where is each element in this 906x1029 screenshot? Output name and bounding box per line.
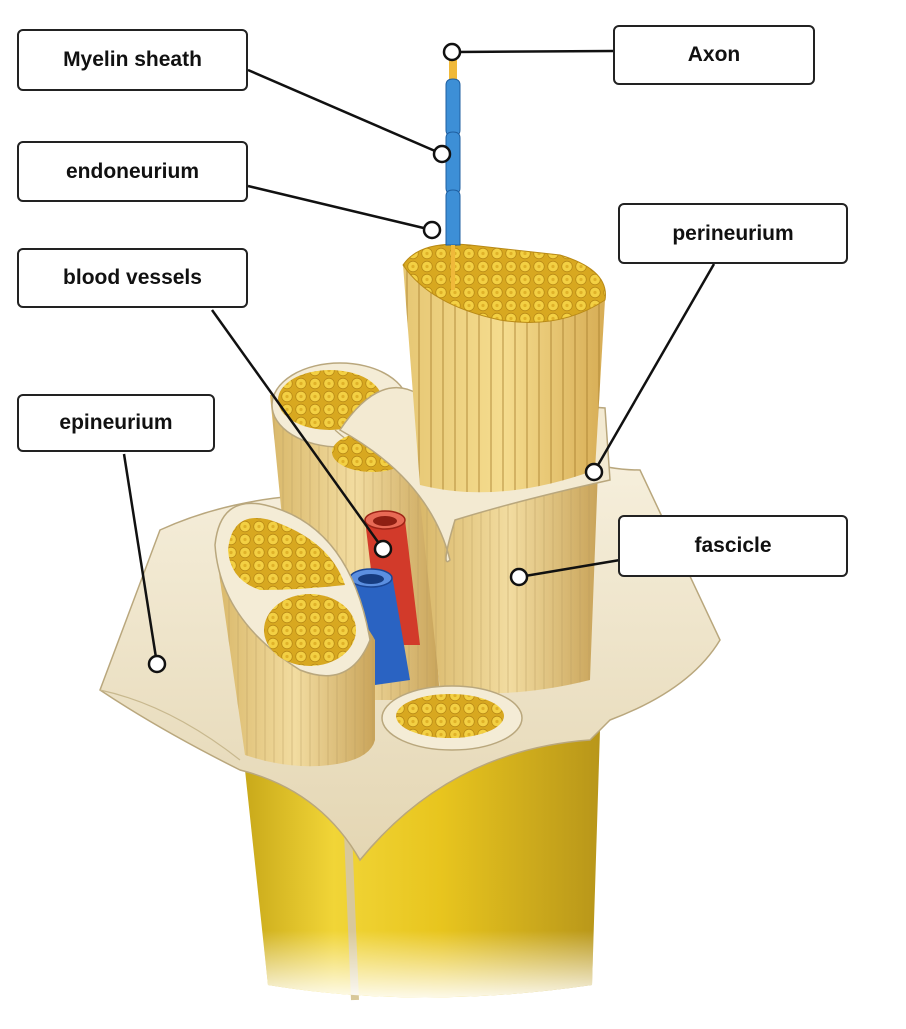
fascicle-front-left <box>214 502 375 767</box>
leader-epineurium <box>122 453 159 665</box>
myelinated-axon <box>445 48 461 290</box>
leader-lines <box>122 49 716 665</box>
leader-fascicle <box>518 558 621 579</box>
label-fascicle: fascicle <box>618 515 848 577</box>
fascicle-right <box>420 470 598 694</box>
label-blood-vessels: blood vessels <box>17 248 248 308</box>
leader-myelin-sheath <box>247 68 443 156</box>
leader-blood-vessels <box>210 309 385 550</box>
label-axon: Axon <box>613 25 815 85</box>
endpoint-myelin-sheath <box>432 144 452 164</box>
endpoint-axon <box>442 42 462 62</box>
endpoint-blood-vessels <box>373 539 393 559</box>
label-perineurium: perineurium <box>618 203 848 264</box>
label-endoneurium: endoneurium <box>17 141 248 202</box>
leader-endoneurium <box>247 184 433 232</box>
leader-perineurium <box>592 263 716 473</box>
leader-endpoints <box>147 42 604 674</box>
endpoint-fascicle <box>509 567 529 587</box>
endpoint-endoneurium <box>422 220 442 240</box>
fascicle-small-front <box>381 685 523 751</box>
endpoint-epineurium <box>147 654 167 674</box>
label-myelin-sheath: Myelin sheath <box>17 29 248 91</box>
endpoint-perineurium <box>584 462 604 482</box>
leader-axon <box>454 49 614 54</box>
label-epineurium: epineurium <box>17 394 215 452</box>
fiber-bundle-central <box>402 243 606 493</box>
